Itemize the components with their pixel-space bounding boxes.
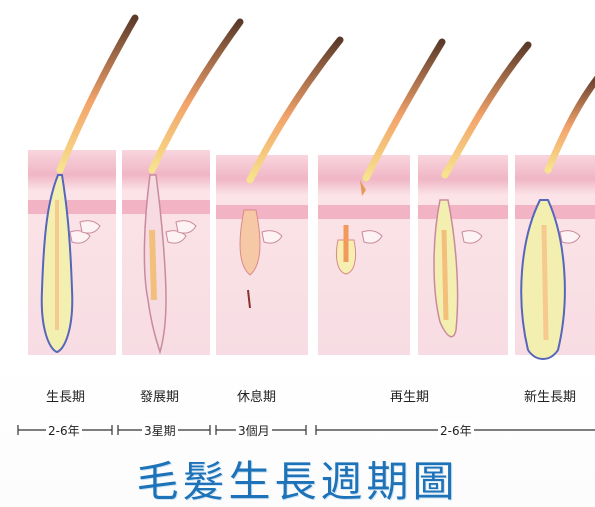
stage-label-anagen: 生長期 [46,386,85,405]
stage-label-development: 發展期 [140,386,179,405]
skin-block [28,150,116,355]
stage-label-new-growth: 新生長期 [524,386,576,405]
duration-timeline [0,420,595,440]
panel-anagen [28,18,135,355]
duration-label-1: 2-6年 [46,422,82,439]
panel-new-growth-2 [515,75,595,359]
diagram-title: 毛髮生長週期圖 [0,448,595,507]
duration-label-4: 2-6年 [438,422,474,439]
skin-block [418,155,508,355]
skin-block [122,150,210,355]
stage-label-regeneration: 再生期 [390,386,429,405]
hair-stage-panels [0,0,595,380]
skin-block [318,155,410,355]
panel-new-growth-1 [418,45,528,355]
duration-label-3: 3個月 [236,422,272,439]
stage-label-rest: 休息期 [237,386,276,405]
duration-label-2: 3星期 [142,422,178,439]
skin-block [216,155,308,355]
